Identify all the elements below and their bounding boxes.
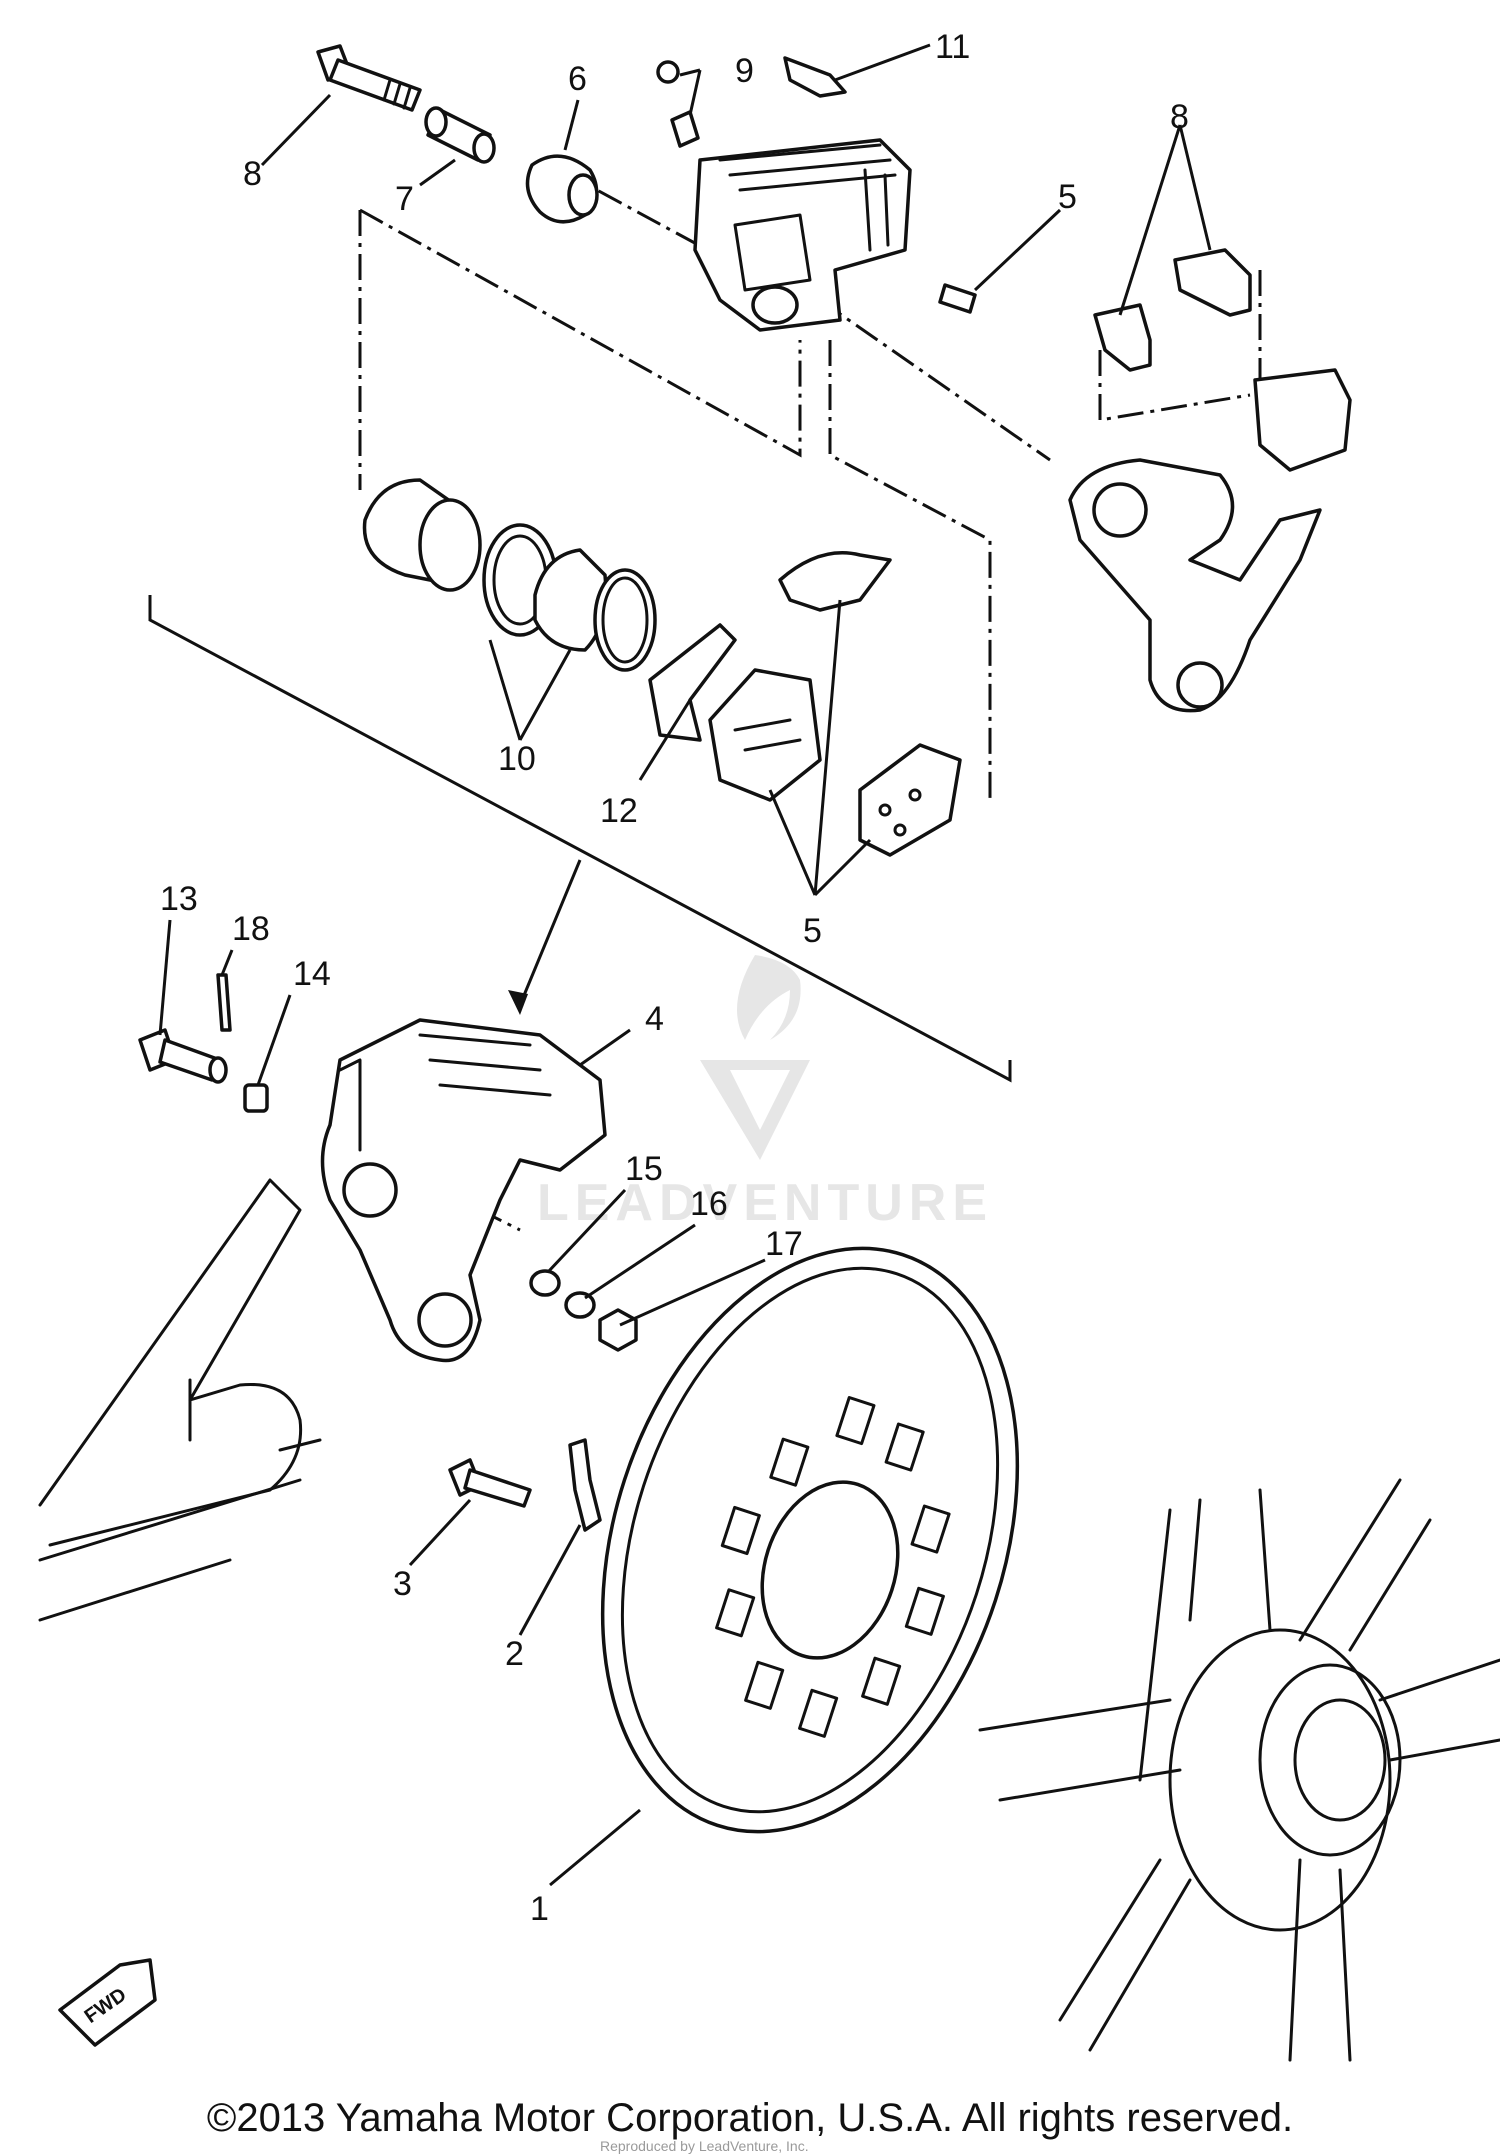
callout-3: 3 bbox=[393, 1565, 412, 1603]
part-8-bolt bbox=[316, 44, 422, 112]
detail-bracket bbox=[148, 595, 1012, 1083]
watermark-v-icon bbox=[700, 1060, 810, 1160]
wheel-hub bbox=[978, 1478, 1500, 2062]
callout-8-springs: 8 bbox=[1170, 98, 1189, 136]
callout-11: 11 bbox=[935, 28, 970, 66]
callout-4: 4 bbox=[645, 1000, 664, 1038]
part-1-brake-disc bbox=[600, 1246, 1020, 1834]
part-4-caliper-assembly bbox=[320, 1018, 607, 1363]
part-5-pads bbox=[708, 551, 962, 857]
callout-12: 12 bbox=[600, 792, 638, 830]
caliper-body-upper bbox=[693, 138, 912, 332]
swing-arm bbox=[38, 1178, 322, 1622]
part-8-pad-springs bbox=[1093, 248, 1252, 372]
part-7-sleeve bbox=[424, 106, 496, 164]
part-6-boot bbox=[525, 154, 599, 224]
callout-5-pads: 5 bbox=[803, 912, 822, 950]
callout-8-bolt: 8 bbox=[243, 155, 262, 193]
part-18-cotter-pin bbox=[216, 973, 232, 1032]
part-3-bolt bbox=[448, 1458, 532, 1508]
callout-5-pin: 5 bbox=[1058, 178, 1077, 216]
callout-2: 2 bbox=[505, 1635, 524, 1673]
callout-18: 18 bbox=[232, 910, 270, 948]
callout-6: 6 bbox=[568, 60, 587, 98]
part-14-washer bbox=[243, 1083, 269, 1113]
assembly-arrow bbox=[508, 859, 582, 1015]
part-13-bolt bbox=[138, 1028, 228, 1084]
part-11-pad-pin bbox=[783, 56, 847, 98]
leader-lines bbox=[158, 43, 1212, 1887]
piston-seal-group bbox=[362, 478, 657, 672]
part-9-bleed-screw bbox=[656, 60, 700, 148]
callout-1: 1 bbox=[530, 1890, 549, 1928]
callout-9: 9 bbox=[735, 52, 754, 90]
callout-7: 7 bbox=[395, 180, 414, 218]
part-16-washer bbox=[564, 1291, 596, 1319]
watermark: LEADVENTURE bbox=[537, 955, 993, 1232]
callout-15: 15 bbox=[625, 1150, 663, 1188]
callout-14: 14 bbox=[293, 955, 331, 993]
part-15-washer bbox=[529, 1269, 561, 1297]
part-17-nut bbox=[598, 1308, 638, 1352]
callouts: 8 7 6 9 11 5 8 10 12 5 13 18 14 4 15 16 … bbox=[160, 28, 1189, 1928]
caliper-bracket-right bbox=[1068, 368, 1352, 713]
callout-17: 17 bbox=[765, 1225, 803, 1263]
watermark-text: LEADVENTURE bbox=[537, 1174, 993, 1232]
part-5-pin bbox=[938, 283, 977, 314]
callout-13: 13 bbox=[160, 880, 198, 918]
copyright-notice: ©2013 Yamaha Motor Corporation, U.S.A. A… bbox=[206, 2096, 1294, 2140]
callout-10: 10 bbox=[498, 740, 536, 778]
fwd-arrow-icon: FWD bbox=[58, 1958, 157, 2047]
watermark-flame-icon bbox=[737, 955, 801, 1040]
reproduction-note: Reproduced by LeadVenture, Inc. bbox=[600, 2138, 809, 2154]
callout-16: 16 bbox=[690, 1185, 728, 1223]
part-2-lock-plate bbox=[568, 1438, 602, 1532]
